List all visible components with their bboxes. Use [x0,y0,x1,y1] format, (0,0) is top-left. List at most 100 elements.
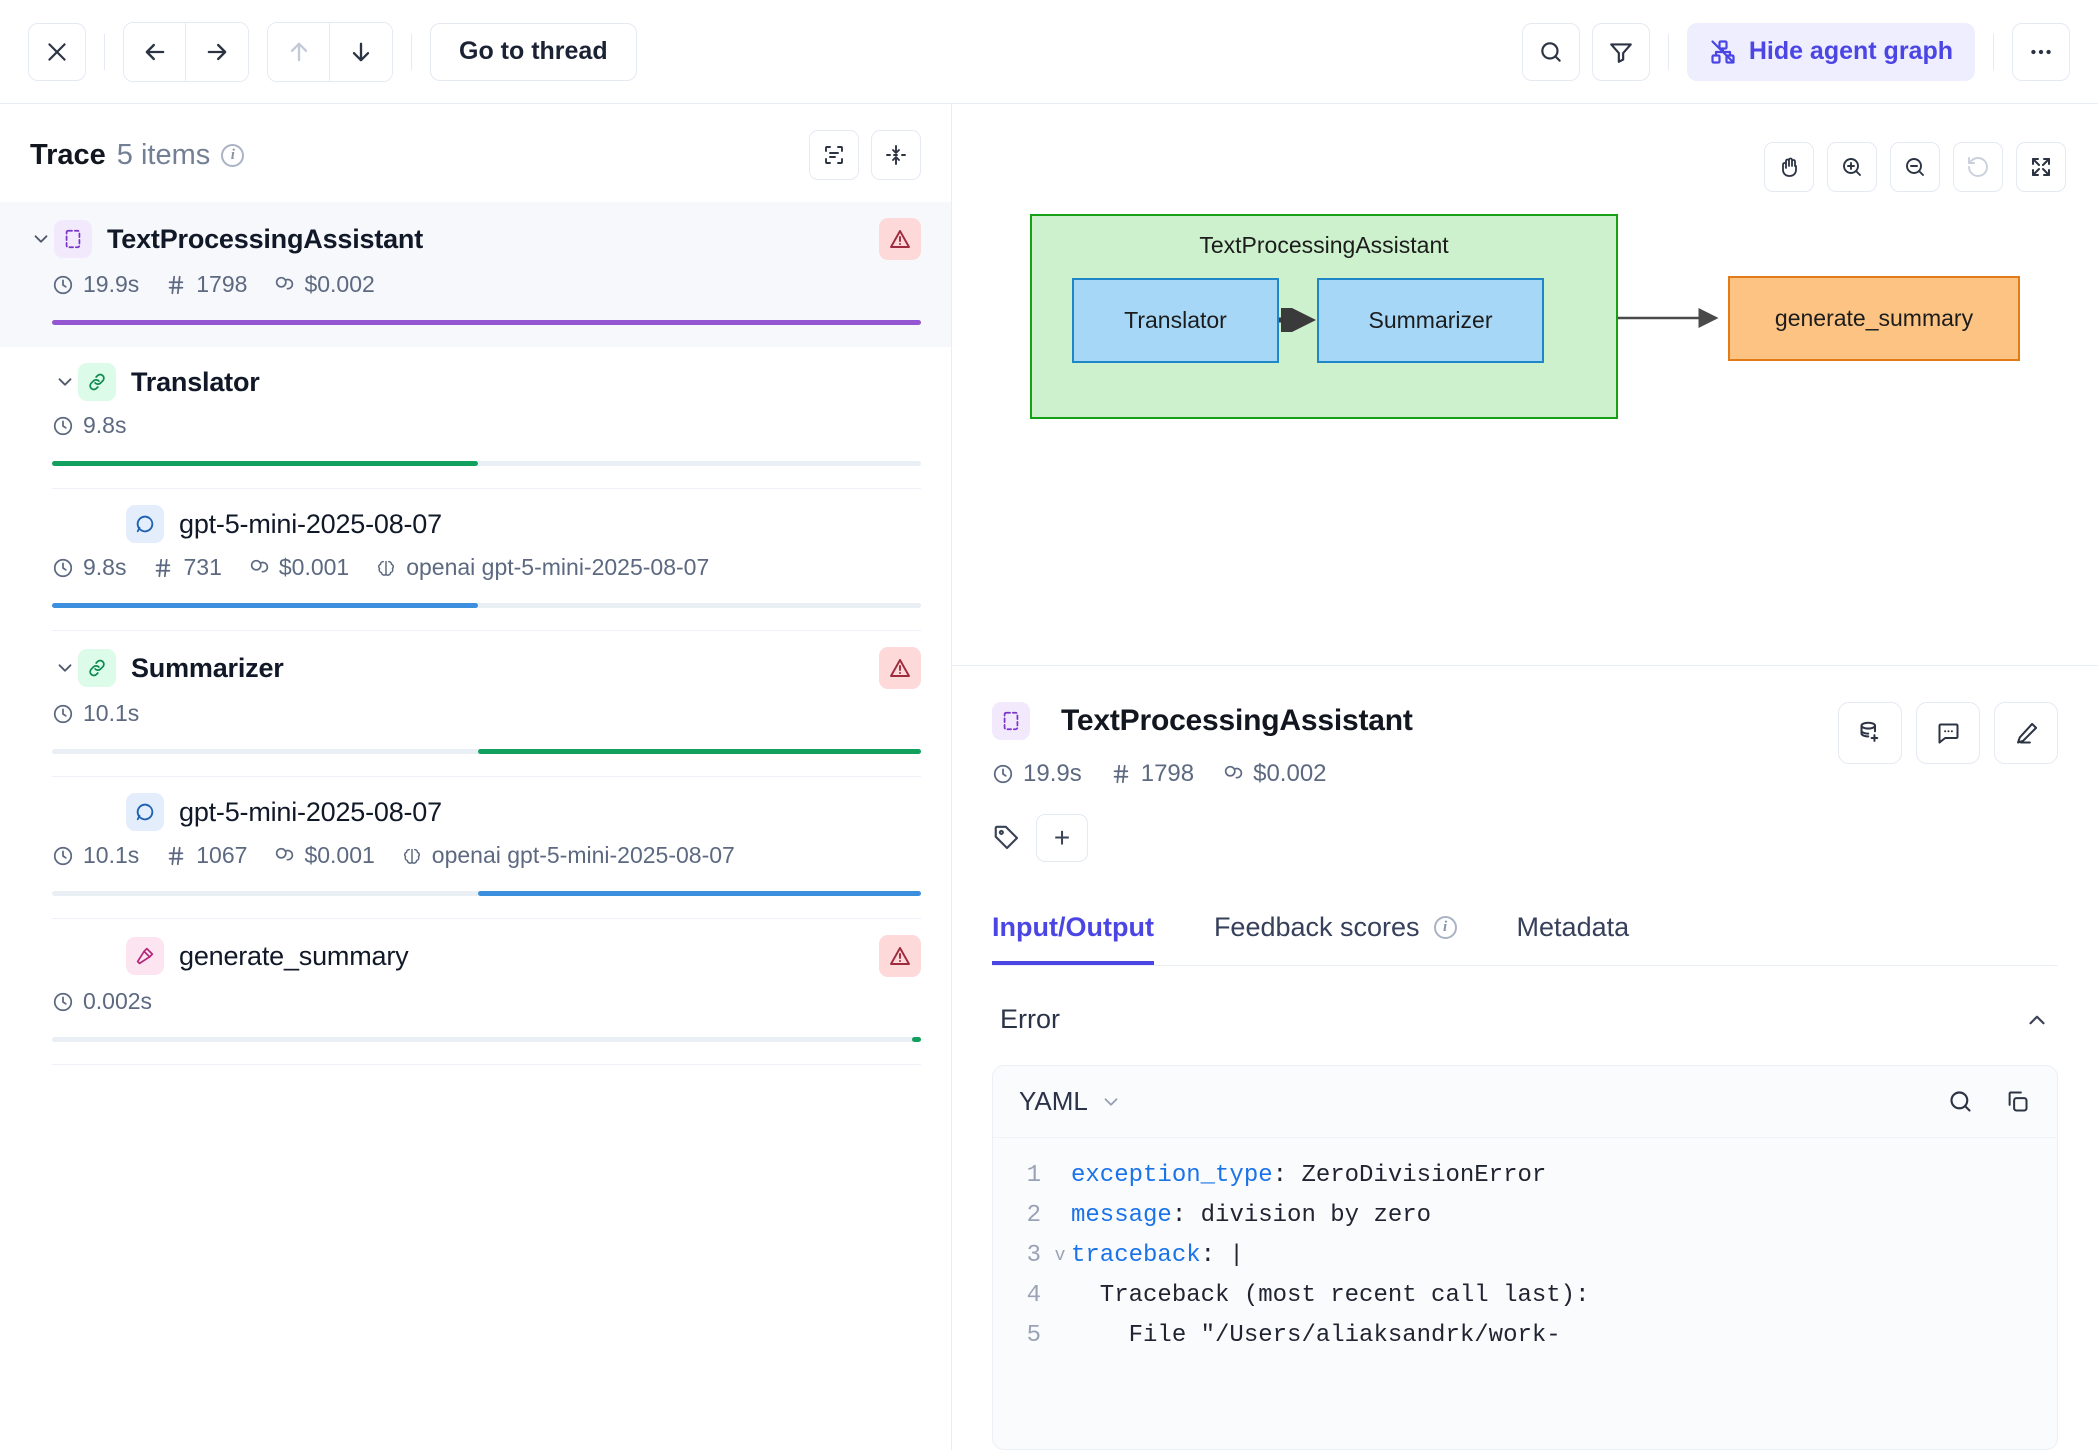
chevron-down-icon[interactable] [52,655,78,681]
code-language-label[interactable]: YAML [1019,1086,1088,1116]
zoom-out-button[interactable] [1890,142,1940,192]
divider [411,33,412,70]
chevron-up-icon[interactable] [2024,1007,2050,1033]
llm-icon [126,793,164,831]
graph-subgraph-textprocessingassistant[interactable]: TextProcessingAssistant Translator Summa… [1030,214,1618,419]
code-line-number: 3 [1026,1242,1041,1269]
trace-node-label: TextProcessingAssistant [107,223,424,254]
code-fold-toggle[interactable]: v [1054,1246,1066,1266]
comment-icon [1935,720,1962,747]
copy-icon [2008,1091,2028,1112]
more-options-button[interactable] [2012,22,2070,81]
code-line-text: message: division by zero [1071,1202,1432,1229]
graph-node-summarizer[interactable]: Summarizer [1317,278,1544,363]
pan-hand-icon [1777,155,1801,179]
row-nav-group [267,21,393,82]
agent-graph-off-icon [1709,38,1737,66]
divider [52,918,921,919]
metric-duration-value: 10.1s [83,842,140,868]
nav-back-button[interactable] [124,22,186,81]
code-line-text: Traceback (most recent call last): [1071,1282,1590,1309]
trace-node-metrics: 9.8s [52,401,921,439]
metric-cost-value: $0.001 [278,554,350,580]
agent-graph-canvas[interactable]: TextProcessingAssistant Translator Summa… [952,104,2098,665]
graph-node-generate-summary[interactable]: generate_summary [1728,276,2020,361]
trace-node-generate-summary[interactable]: generate_summary 0.002s [0,919,951,1065]
chevron-down-icon[interactable] [52,369,78,395]
error-section-label: Error [1000,1004,1060,1034]
graph-node-translator[interactable]: Translator [1072,278,1279,363]
code-toolbar-actions [1947,1088,2031,1115]
trace-node-row[interactable]: Summarizer [0,631,951,689]
graph-node-label: generate_summary [1774,305,1974,331]
error-badge[interactable] [879,935,921,977]
info-icon[interactable]: i [221,143,245,167]
collapse-vertical-icon [884,143,908,167]
duration-bar [52,1037,921,1042]
code-line: 5 File "/Users/aliaksandrk/work- [993,1316,2057,1356]
nav-up-button[interactable] [268,22,330,81]
search-button[interactable] [1521,22,1580,81]
chevron-down-icon[interactable] [1100,1091,1122,1113]
pan-hand-button[interactable] [1764,142,1814,192]
code-search-button[interactable] [1947,1088,1974,1115]
reset-view-button[interactable] [1953,142,2003,192]
trace-panel-header: Trace 5 items i [0,104,951,202]
trace-node-row[interactable]: TextProcessingAssistant [0,202,951,260]
trace-node-row[interactable]: gpt-5-mini-2025-08-07 [0,489,951,543]
code-line-text: exception_type: ZeroDivisionError [1071,1162,1547,1189]
go-to-thread-button[interactable]: Go to thread [430,22,637,81]
code-line: 4 Traceback (most recent call last): [993,1276,2057,1316]
tab-feedback-scores[interactable]: Feedback scores i [1214,902,1457,965]
chain-icon [78,649,116,687]
close-button[interactable] [28,22,86,81]
annotate-edit-button[interactable] [1994,702,2058,764]
trace-node-row[interactable]: Translator [0,347,951,401]
hide-agent-graph-button[interactable]: Hide agent graph [1686,22,1975,81]
chain-icon [78,363,116,401]
trace-node-row[interactable]: gpt-5-mini-2025-08-07 [0,777,951,831]
fullscreen-button[interactable] [2016,142,2066,192]
metric-cost-value: $0.002 [1253,760,1327,787]
info-icon[interactable]: i [1433,916,1457,939]
metric-tokens-value: 1798 [1140,760,1195,787]
agent-icon [54,220,92,258]
trace-node-row[interactable]: generate_summary [0,919,951,977]
tab-metadata[interactable]: Metadata [1517,902,1630,965]
metric-duration: 0.002s [52,988,152,1015]
metric-cost: $0.001 [273,842,375,869]
add-tag-button[interactable]: + [1036,814,1088,862]
nav-forward-button[interactable] [186,22,248,81]
code-copy-button[interactable] [2004,1088,2031,1115]
chevron-down-icon[interactable] [28,226,54,252]
divider [52,776,921,777]
filter-button[interactable] [1591,22,1650,81]
zoom-in-button[interactable] [1827,142,1877,192]
tab-label: Feedback scores [1213,912,1420,942]
error-badge[interactable] [879,647,921,689]
error-section-header[interactable]: Error [992,966,2058,1065]
top-toolbar: Go to thread Hide agent graph [0,0,2098,104]
search-icon [1950,1091,1971,1112]
error-badge[interactable] [879,218,921,260]
collapse-all-button[interactable] [871,130,921,180]
code-line-text: traceback: | [1071,1242,1244,1269]
comment-button[interactable] [1916,702,1980,764]
metric-tokens: 731 [152,554,222,581]
trace-node-label: generate_summary [179,940,409,971]
add-to-dataset-button[interactable] [1838,702,1902,764]
trace-item-count: 5 items [116,138,211,171]
zoom-out-icon [1903,155,1927,179]
nav-down-button[interactable] [330,22,392,81]
metric-tokens: 1067 [165,842,247,869]
tab-input-output[interactable]: Input/Output [992,902,1154,965]
duration-bar [52,749,921,754]
scan-text-button[interactable] [809,130,859,180]
